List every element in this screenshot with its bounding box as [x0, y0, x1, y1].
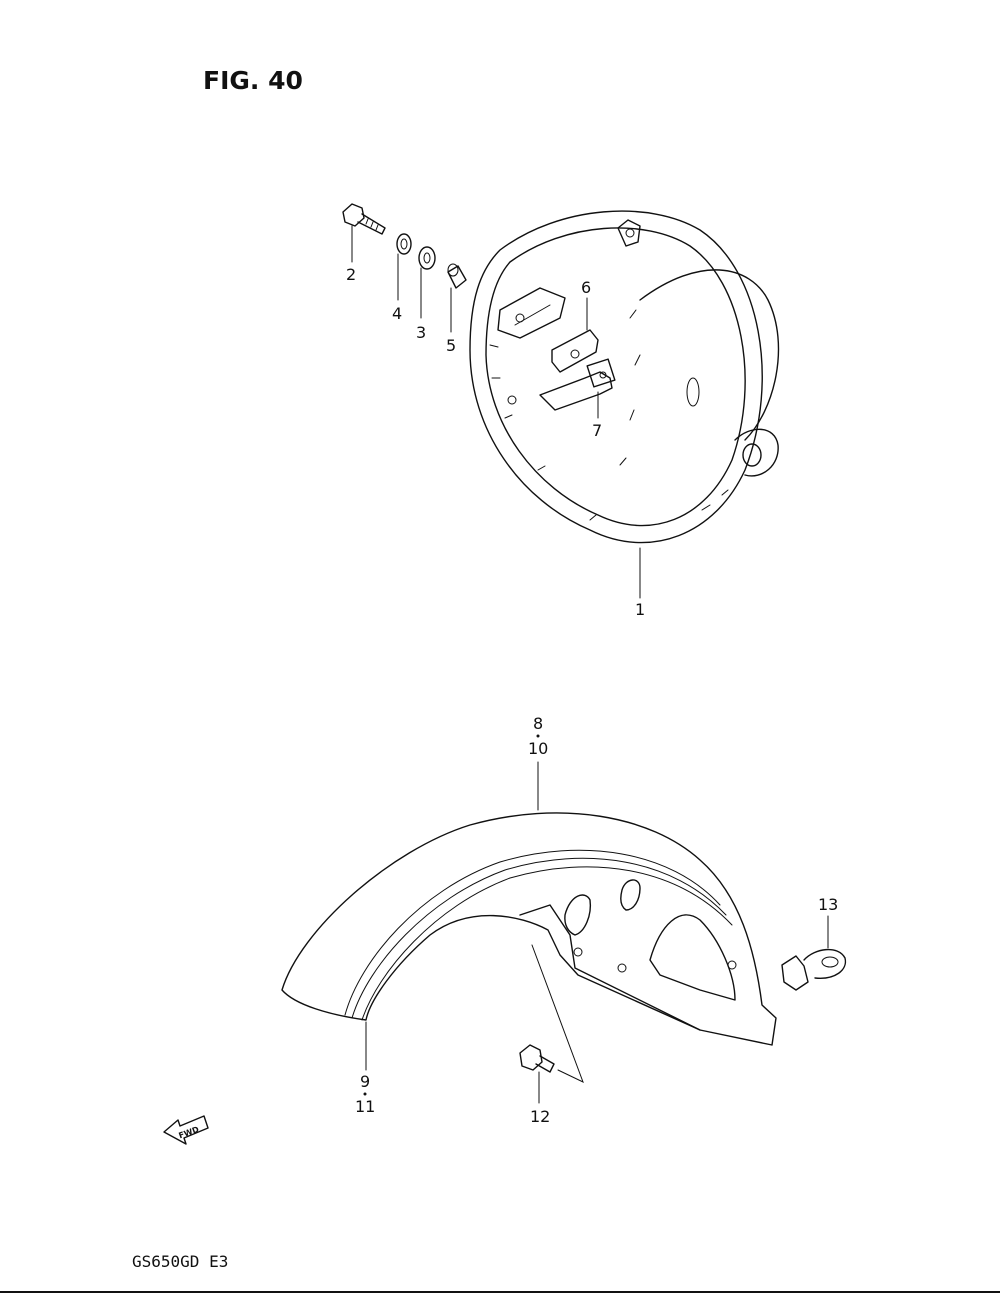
front-fender [281, 761, 777, 1083]
callout-13: 13 [818, 895, 838, 914]
bolt-part-2 [342, 203, 386, 263]
callout-10: 10 [528, 739, 548, 758]
headlight-housing [469, 210, 780, 599]
callout-1: 1 [635, 600, 645, 619]
lock-washer-part-4 [396, 233, 412, 301]
bolt-part-12 [519, 1044, 555, 1104]
callout-5: 5 [446, 336, 456, 355]
callout-3: 3 [416, 323, 426, 342]
fastener-part-13 [781, 915, 847, 991]
fwd-label: FWD [177, 1125, 200, 1141]
fwd-arrow-icon: FWD [163, 1115, 209, 1145]
spacer-part-5 [447, 263, 467, 333]
callout-4: 4 [392, 304, 402, 323]
callout-9: 9 [360, 1072, 370, 1091]
callout-dot-9-11 [363, 1092, 367, 1096]
figure-title: FIG. 40 [203, 66, 303, 95]
callout-8: 8 [533, 714, 543, 733]
washer-part-3 [418, 246, 436, 319]
callout-6: 6 [581, 278, 591, 297]
callout-7: 7 [592, 421, 602, 440]
model-code: GS650GD E3 [132, 1252, 229, 1271]
callout-11: 11 [355, 1097, 375, 1116]
callout-12: 12 [530, 1107, 550, 1126]
callout-dot-8-10 [536, 734, 540, 738]
callout-2: 2 [346, 265, 356, 284]
